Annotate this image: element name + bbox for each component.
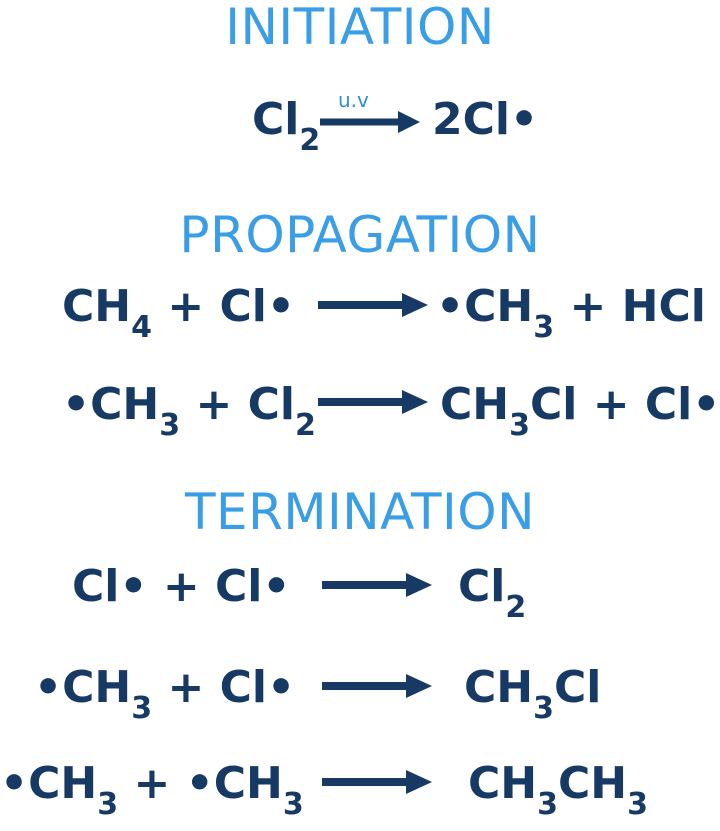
right-arrow-icon	[322, 573, 432, 597]
init-reactant: Cl2	[252, 94, 321, 158]
prop1-products: •CH3 + HCl	[436, 281, 706, 345]
prop1-reactants: CH4 + Cl•	[62, 281, 295, 345]
right-arrow-icon	[318, 293, 428, 317]
prop2-reactants: •CH3 + Cl2	[62, 379, 316, 443]
uv-condition: u.v	[338, 88, 369, 112]
right-arrow-icon	[318, 390, 428, 414]
term1-product: Cl2	[458, 561, 527, 625]
right-arrow-icon	[320, 111, 420, 133]
initiation-heading: INITIATION	[225, 0, 495, 56]
term1-reactants: Cl• + Cl•	[72, 561, 291, 612]
init-product: 2Cl•	[432, 94, 539, 145]
prop2-products: CH3Cl + Cl•	[440, 379, 720, 443]
right-arrow-icon	[322, 770, 432, 794]
termination-heading: TERMINATION	[184, 483, 536, 541]
term3-product: CH3CH3	[468, 758, 648, 822]
propagation-heading: PROPAGATION	[179, 206, 541, 264]
term2-reactants: •CH3 + Cl•	[34, 662, 296, 726]
term3-reactants: •CH3 + •CH3	[0, 758, 304, 822]
term2-product: CH3Cl	[464, 662, 602, 726]
right-arrow-icon	[322, 674, 432, 698]
